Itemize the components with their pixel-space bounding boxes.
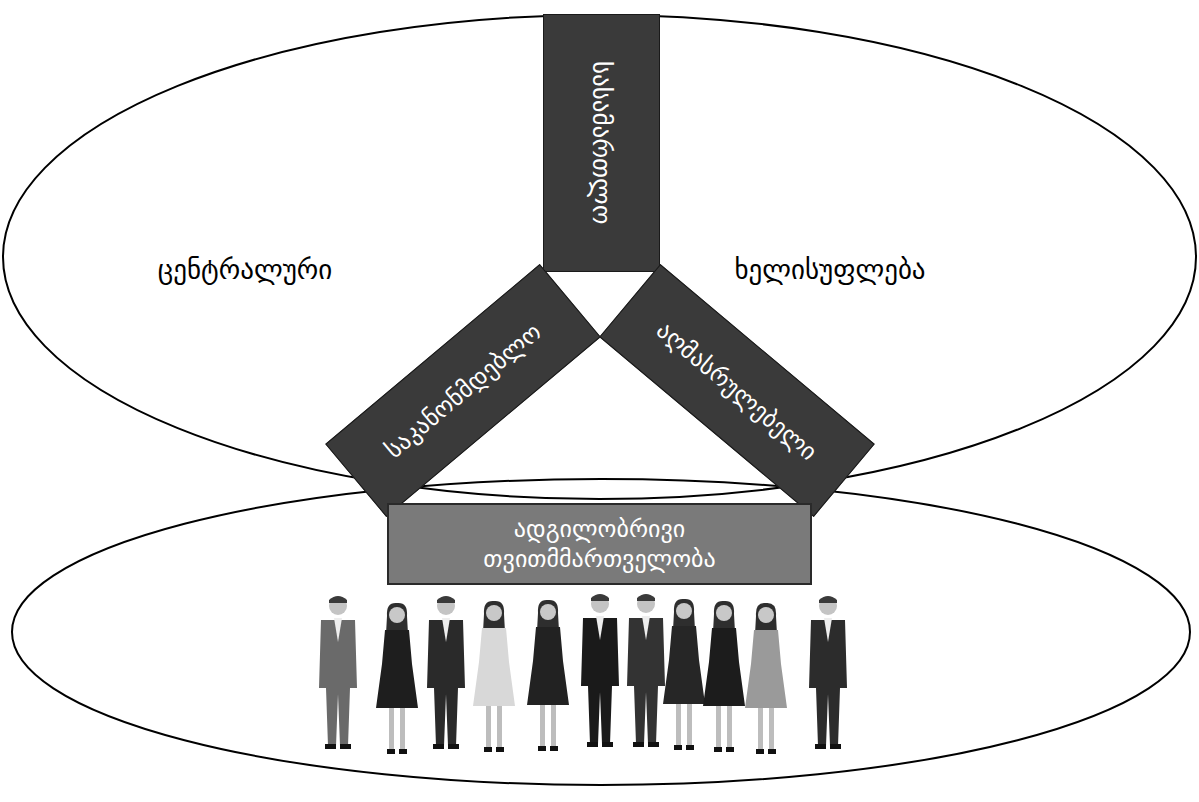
branch-bar: საკანონმდებლო xyxy=(325,264,601,517)
region-label: ცენტრალური xyxy=(158,253,332,287)
box-label: ადგილობრივი თვითმმართველობა xyxy=(450,514,750,574)
branch-bar: აღმასრულებელი xyxy=(599,264,875,517)
ellipse-shape xyxy=(3,15,1196,499)
branch-label: აღმასრულებელი xyxy=(651,314,824,466)
branch-label: სასამართლო xyxy=(586,61,617,224)
government-ellipse: ცენტრალური ხელისუფლება სასამართლო საკანონმდ… xyxy=(2,14,1197,500)
people-illustration xyxy=(319,594,847,754)
label-holder: ცენტრალური xyxy=(158,253,332,287)
branch-bar: სასამართლო xyxy=(543,14,660,272)
label-holder: ხელისუფლება xyxy=(734,253,925,287)
local-ellipse xyxy=(12,479,1190,785)
branch-label: საკანონმდებლო xyxy=(379,316,547,464)
region-label: ხელისუფლება xyxy=(734,253,925,287)
local-box: ადგილობრივი თვითმმართველობა xyxy=(387,503,812,585)
